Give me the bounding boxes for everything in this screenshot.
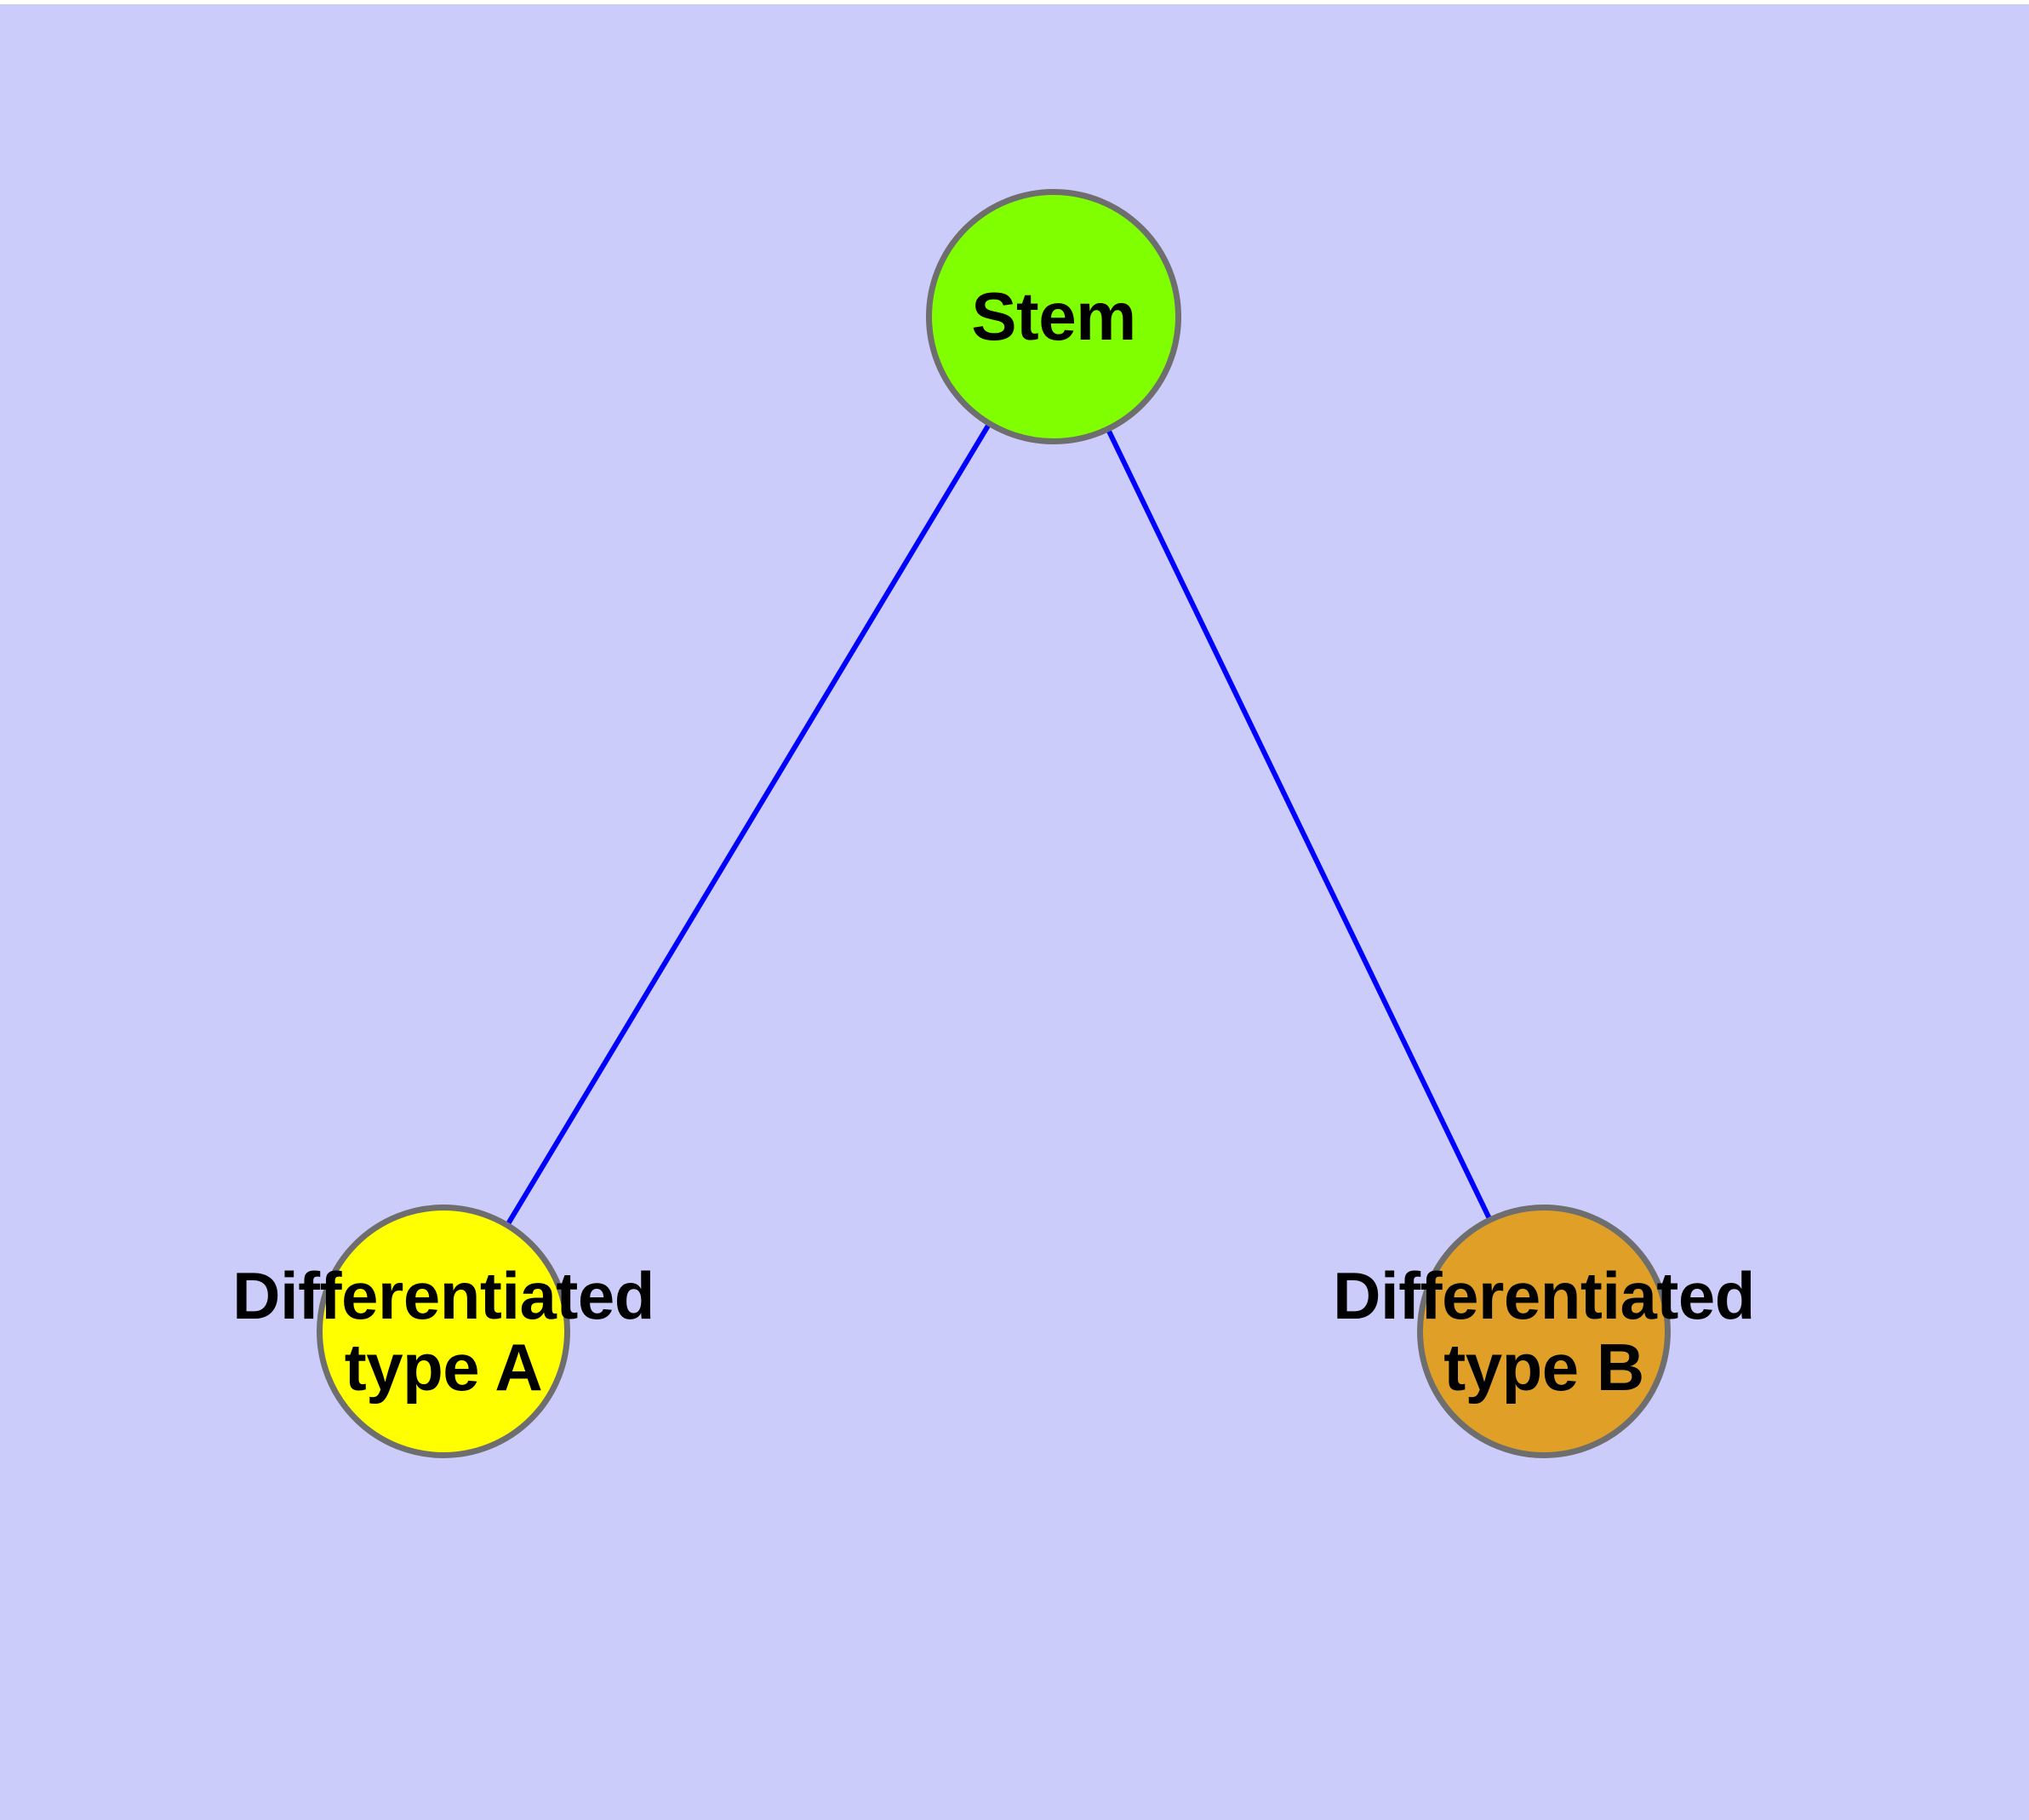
edge-layer <box>504 420 1494 1229</box>
graph-edge[interactable] <box>504 420 993 1229</box>
graph-node-diff_b[interactable] <box>1417 1205 1671 1458</box>
graph-node-stem[interactable] <box>926 189 1181 444</box>
graph-edge[interactable] <box>1104 426 1494 1223</box>
node-layer <box>317 189 1671 1458</box>
graph-node-diff_a[interactable] <box>317 1205 570 1458</box>
